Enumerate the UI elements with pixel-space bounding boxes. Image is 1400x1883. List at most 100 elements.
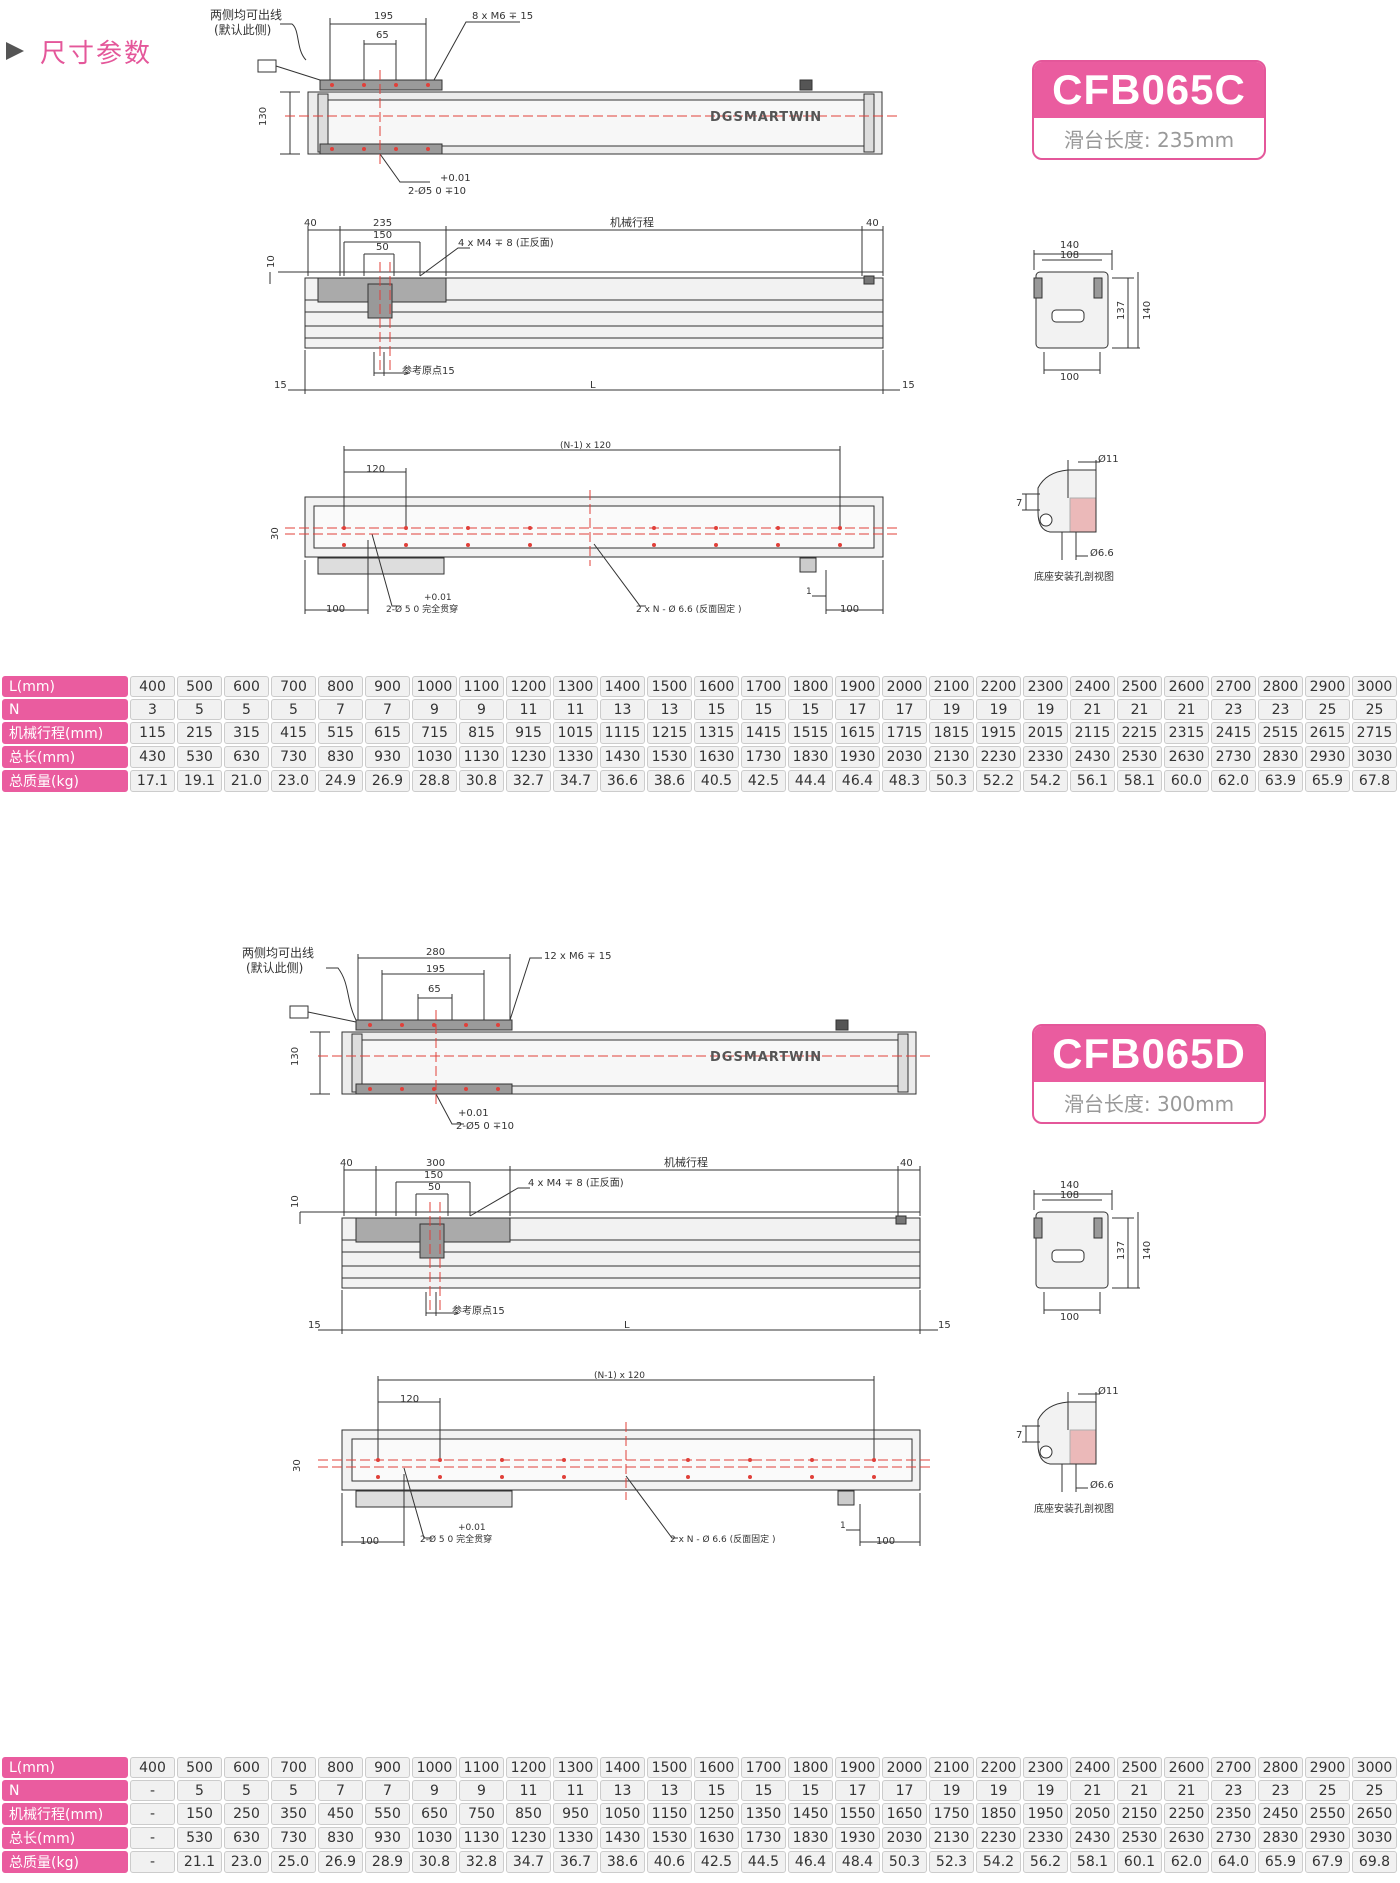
table-cell: 2400 xyxy=(1070,1757,1115,1778)
table-cell: 2030 xyxy=(882,746,927,768)
table-cell: 1550 xyxy=(835,1803,880,1825)
table-cell: 9 xyxy=(459,1780,504,1801)
table-cell: 2400 xyxy=(1070,676,1115,697)
table-cell: 9 xyxy=(459,699,504,720)
table-cell: 1330 xyxy=(553,746,598,768)
table-cell: 11 xyxy=(506,1780,551,1801)
table-cell: 13 xyxy=(600,699,645,720)
table-cell: 1915 xyxy=(976,722,1021,744)
table-cell: 2900 xyxy=(1305,1757,1350,1778)
table-cell: 50.3 xyxy=(882,1851,927,1873)
table-cell: 2330 xyxy=(1023,1827,1068,1849)
table-cell: 44.4 xyxy=(788,770,833,792)
table-cell: 2330 xyxy=(1023,746,1068,768)
table-cell: 1300 xyxy=(553,1757,598,1778)
table-cell: 150 xyxy=(177,1803,222,1825)
table-cell: 56.1 xyxy=(1070,770,1115,792)
table-cell: 3030 xyxy=(1352,746,1397,768)
table-cell: 215 xyxy=(177,722,222,744)
table-cell: 515 xyxy=(318,722,363,744)
section-title-text: 尺寸参数 xyxy=(40,38,153,69)
table-cell: 64.0 xyxy=(1211,1851,1256,1873)
table-cell: 1100 xyxy=(459,676,504,697)
table-cell: 1330 xyxy=(553,1827,598,1849)
table-cell: 900 xyxy=(365,676,410,697)
table-cell: 2530 xyxy=(1117,746,1162,768)
table-cell: 1900 xyxy=(835,676,880,697)
table-cell: 19 xyxy=(1023,699,1068,720)
row-header: L(mm) xyxy=(2,1757,128,1778)
table-cell: 1150 xyxy=(647,1803,692,1825)
table-cell: 615 xyxy=(365,722,410,744)
dim-label: 1 xyxy=(806,587,812,597)
slide-length: 滑台长度: 235mm xyxy=(1063,127,1235,152)
table-cell: 2200 xyxy=(976,1757,1021,1778)
table-cell: 1730 xyxy=(741,746,786,768)
table-cell: 2100 xyxy=(929,676,974,697)
dim-label: 100 xyxy=(1060,1312,1079,1323)
table-cell: 21.0 xyxy=(224,770,269,792)
table-cell: 15 xyxy=(788,699,833,720)
dim-label: 150 xyxy=(424,1170,443,1181)
table-cell: 11 xyxy=(553,1780,598,1801)
table-cell: 67.9 xyxy=(1305,1851,1350,1873)
table-cell: 430 xyxy=(130,746,175,768)
table-cell: 60.0 xyxy=(1164,770,1209,792)
table-cell: 30.8 xyxy=(412,1851,457,1873)
table-cell: 32.8 xyxy=(459,1851,504,1873)
pin-note: 2-Ø 5 0 完全贯穿 xyxy=(386,603,458,615)
dim-label: 10 xyxy=(266,255,277,268)
table-cell: 650 xyxy=(412,1803,457,1825)
dim-label: 130 xyxy=(290,1047,301,1066)
row-header: 总长(mm) xyxy=(2,746,128,768)
table-cell: 40.6 xyxy=(647,1851,692,1873)
table-cell: 1830 xyxy=(788,746,833,768)
table-cell: 1800 xyxy=(788,676,833,697)
carriage-top xyxy=(319,79,443,91)
dim-label: 140 xyxy=(1060,1180,1079,1191)
table-cell: 1530 xyxy=(647,746,692,768)
table-cell: 1430 xyxy=(600,746,645,768)
table-cell: 11 xyxy=(553,699,598,720)
dim-label: Ø6.6 xyxy=(1090,547,1114,559)
table-cell: 58.1 xyxy=(1070,1851,1115,1873)
dim-label: 300 xyxy=(426,1158,445,1169)
table-cell: 21 xyxy=(1117,699,1162,720)
dim-label: 137 xyxy=(1116,301,1127,320)
table-cell: 62.0 xyxy=(1211,770,1256,792)
dim-label: Ø11 xyxy=(1098,1385,1119,1397)
table-cell: 13 xyxy=(647,699,692,720)
row-header: N xyxy=(2,699,128,720)
dim-label: 40 xyxy=(340,1158,353,1169)
table-cell: 3030 xyxy=(1352,1827,1397,1849)
table-cell: 34.7 xyxy=(506,1851,551,1873)
table-cell: 1200 xyxy=(506,676,551,697)
dim-label: 100 xyxy=(876,1536,895,1547)
table-cell: 2100 xyxy=(929,1757,974,1778)
holes-note: 4 x M4 ∓ 8 (正反面) xyxy=(458,237,554,249)
dim-label: 195 xyxy=(426,964,445,975)
table-cell: 1600 xyxy=(694,1757,739,1778)
dim-label: 7 xyxy=(1016,498,1022,509)
table-cell: 2315 xyxy=(1164,722,1209,744)
dim-label: 15 xyxy=(274,380,287,391)
dim-label: 140 xyxy=(1060,240,1079,251)
table-cell: 1500 xyxy=(647,1757,692,1778)
table-cell: 400 xyxy=(130,676,175,697)
dim-label: 235 xyxy=(373,218,392,229)
table-cell: 48.3 xyxy=(882,770,927,792)
table-cell: 830 xyxy=(318,746,363,768)
tolerance-note: +0.01 xyxy=(458,1108,489,1119)
table-cell: 530 xyxy=(177,1827,222,1849)
table-cell: 25 xyxy=(1305,1780,1350,1801)
table-cell: 1000 xyxy=(412,676,457,697)
table-cell: 2000 xyxy=(882,1757,927,1778)
table-cell: 2930 xyxy=(1305,1827,1350,1849)
table-cell: 2730 xyxy=(1211,746,1256,768)
holes-note: 12 x M6 ∓ 15 xyxy=(544,951,611,962)
table-cell: 23 xyxy=(1258,699,1303,720)
table-cell: 1000 xyxy=(412,1757,457,1778)
table-cell: 1100 xyxy=(459,1757,504,1778)
